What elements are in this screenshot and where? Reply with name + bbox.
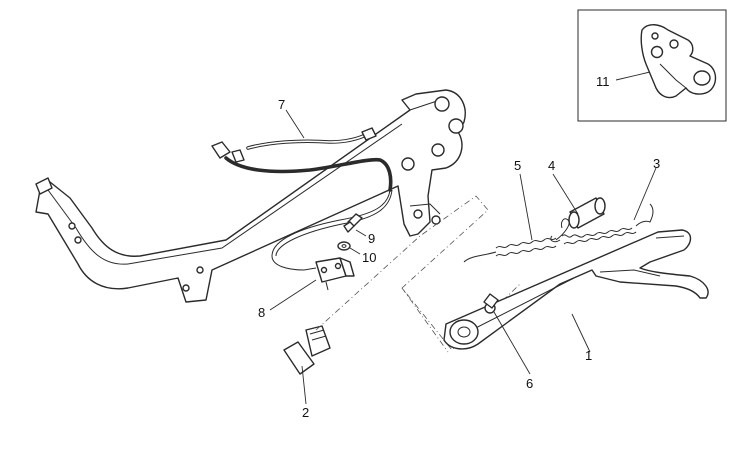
callout-11: 11	[596, 74, 610, 89]
screw-part-9	[343, 213, 363, 233]
spring-part-5	[463, 218, 570, 263]
spring-part-3	[550, 203, 654, 245]
washer-part-10	[337, 241, 351, 251]
callout-6: 6	[526, 376, 533, 391]
inset-detail-box	[577, 9, 727, 122]
assembly-guide-lines	[315, 195, 521, 353]
callout-7: 7	[278, 97, 285, 112]
side-stand-part-1	[443, 229, 709, 350]
frame-footrest-assembly	[35, 89, 466, 303]
bracket-part-11	[640, 24, 717, 99]
callout-9: 9	[368, 231, 375, 246]
callout-3: 3	[653, 156, 660, 171]
wiring-harness-part-7	[211, 127, 393, 192]
callout-5: 5	[514, 158, 521, 173]
callout-4: 4	[548, 158, 555, 173]
sidestand-switch-part-8	[271, 189, 393, 291]
callout-10: 10	[362, 250, 376, 265]
pivot-bolt-part-2	[283, 325, 331, 375]
bushing-part-4	[568, 197, 606, 229]
leader-lines	[269, 71, 657, 405]
callout-2: 2	[302, 405, 309, 420]
callout-1: 1	[585, 348, 592, 363]
callout-labels: 1 2 3 4 5 6 7 8 9 10 11	[258, 74, 660, 420]
callout-8: 8	[258, 305, 265, 320]
